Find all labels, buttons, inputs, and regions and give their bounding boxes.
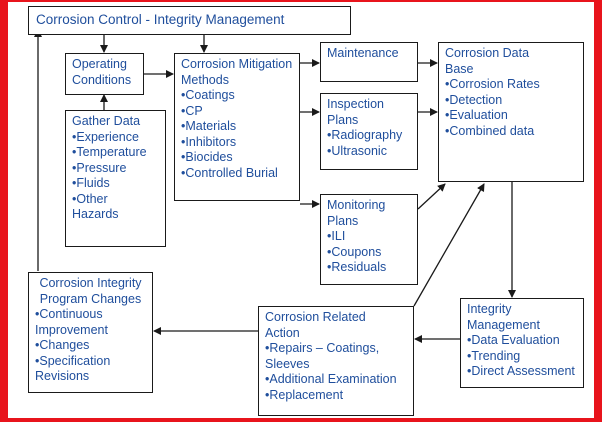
program-item: Specification Revisions [35,354,146,385]
mitigation-item: Materials [181,119,293,135]
gather-data-item: Pressure [72,161,159,177]
mitigation-item: Coatings [181,88,293,104]
gather-data-item: Experience [72,130,159,146]
monitoring-item: ILI [327,229,411,245]
program-item: Changes [35,338,146,354]
corrosion-database-box: Corrosion Data Base Corrosion Rates Dete… [438,42,584,182]
corrosion-action-title: Corrosion Related Action [265,310,366,340]
program-item: Continuous Improvement [35,307,146,338]
maintenance-title: Maintenance [327,46,399,60]
database-item: Detection [445,93,577,109]
action-item: Additional Examination [265,372,407,388]
inspection-plans-box: Inspection Plans Radiography Ultrasonic [320,93,418,170]
corrosion-action-box: Corrosion Related Action Repairs – Coati… [258,306,414,416]
gather-data-title: Gather Data [72,114,141,128]
maintenance-box: Maintenance [320,42,418,82]
integrity-item: Direct Assessment [467,364,577,380]
gather-data-item: Other Hazards [72,192,132,223]
gather-data-item: Fluids [72,176,159,192]
mitigation-item: Controlled Burial [181,166,293,182]
gather-data-item: Temperature [72,145,159,161]
database-item: Corrosion Rates [445,77,577,93]
inspection-item: Ultrasonic [327,144,411,160]
mitigation-methods-box: Corrosion Mitigation Methods Coatings CP… [174,53,300,201]
monitoring-item: Coupons [327,245,411,261]
program-changes-title: Corrosion Integrity Program Changes [39,276,142,306]
program-changes-box: Corrosion Integrity Program Changes Cont… [28,272,153,393]
monitoring-item: Residuals [327,260,411,276]
inspection-plans-title: Inspection Plans [327,97,384,127]
action-item: Replacement [265,388,407,404]
database-item: Evaluation [445,108,577,124]
arrow-monitoring-to-database [417,183,446,210]
mitigation-item: Inhibitors [181,135,293,151]
operating-conditions-title: Operating Conditions [72,57,132,87]
operating-conditions-box: Operating Conditions [65,53,144,95]
corrosion-database-title: Corrosion Data Base [445,46,530,76]
monitoring-plans-box: Monitoring Plans ILI Coupons Residuals [320,194,418,285]
integrity-management-title: Integrity Management [467,302,540,332]
action-item: Repairs – Coatings, Sleeves [265,341,407,372]
mitigation-methods-title: Corrosion Mitigation Methods [181,57,293,87]
mitigation-item: CP [181,104,293,120]
arrow-action-to-database [413,183,485,307]
integrity-management-box: Integrity Management Data Evaluation Tre… [460,298,584,388]
integrity-item: Trending [467,349,577,365]
inspection-item: Radiography [327,128,411,144]
database-item: Combined data [445,124,577,140]
diagram-title: Corrosion Control - Integrity Management [28,6,351,35]
monitoring-plans-title: Monitoring Plans [327,198,386,228]
integrity-item: Data Evaluation [467,333,577,349]
mitigation-item: Biocides [181,150,293,166]
gather-data-box: Gather Data Experience Temperature Press… [65,110,166,247]
